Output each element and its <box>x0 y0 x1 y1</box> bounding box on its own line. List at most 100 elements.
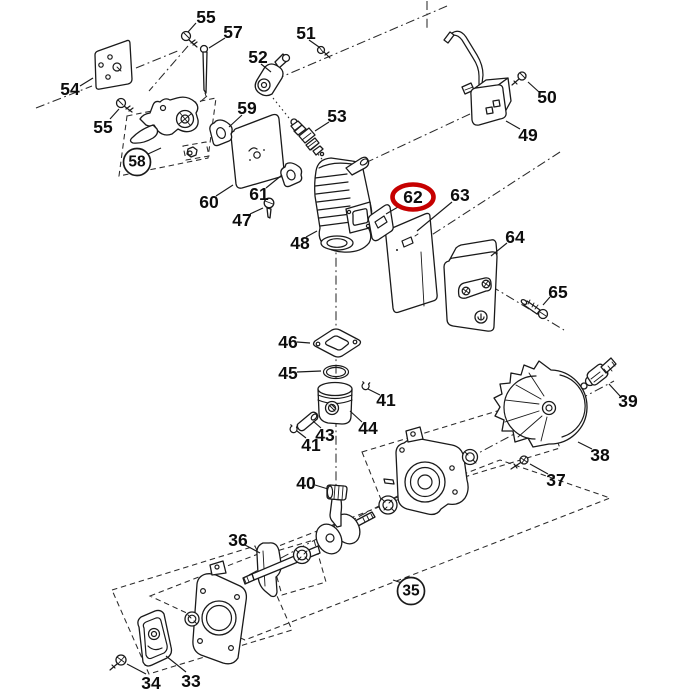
callout-number: 34 <box>141 673 161 693</box>
part-41-clip-left <box>289 424 299 434</box>
callout-33[interactable]: 33 <box>165 655 201 691</box>
callout-47[interactable]: 47 <box>232 207 264 230</box>
callout-leader-line <box>109 108 120 120</box>
callout-number: 64 <box>505 227 525 247</box>
callout-leader-line <box>385 206 399 215</box>
callout-number: 57 <box>223 22 242 42</box>
callout-leader-line <box>577 441 593 450</box>
callout-49[interactable]: 49 <box>505 120 538 145</box>
callout-leader-line <box>308 39 320 48</box>
callout-55[interactable]: 55 <box>93 108 120 137</box>
dashdot-axis-line <box>165 95 208 132</box>
callout-number: 44 <box>358 418 378 438</box>
part-55-screw-left <box>115 97 134 113</box>
callout-leader-line <box>527 81 540 93</box>
callout-50[interactable]: 50 <box>527 81 557 107</box>
callout-number: 54 <box>60 79 80 99</box>
part-50-screw <box>511 71 527 86</box>
part-55-screw-top <box>180 30 198 48</box>
callout-41[interactable]: 41 <box>296 430 321 455</box>
callout-44[interactable]: 44 <box>349 410 378 438</box>
callout-leader-line <box>187 22 197 33</box>
callout-61[interactable]: 61 <box>249 174 283 204</box>
callout-41[interactable]: 41 <box>367 388 396 410</box>
callout-number: 38 <box>590 445 610 465</box>
callout-number: 47 <box>232 210 251 230</box>
part-44-piston <box>317 381 353 425</box>
callout-39[interactable]: 39 <box>608 383 638 411</box>
callout-35-circle[interactable]: 35 <box>392 576 426 606</box>
part-46-intake-gasket <box>312 328 362 358</box>
dashdot-axis-line <box>148 45 189 92</box>
callout-54[interactable]: 54 <box>60 77 94 99</box>
callout-number: 53 <box>327 106 347 126</box>
assembly-group-box <box>269 539 327 596</box>
callout-36[interactable]: 36 <box>228 530 261 554</box>
callout-number: 35 <box>402 583 420 600</box>
callout-53[interactable]: 53 <box>314 106 347 132</box>
callout-leader-line <box>608 383 621 397</box>
part-61-bracket <box>280 162 303 188</box>
callout-62-red-ellipse[interactable]: 62 <box>385 182 436 215</box>
callout-number: 41 <box>376 390 396 410</box>
callout-34[interactable]: 34 <box>126 663 161 693</box>
callout-number: 63 <box>450 185 470 205</box>
callout-48[interactable]: 48 <box>290 230 318 253</box>
callout-leader-line <box>147 147 162 155</box>
part-59-bracket <box>209 119 233 147</box>
callout-number: 45 <box>278 363 298 383</box>
part-65-bolt <box>520 298 549 320</box>
callout-number: 60 <box>199 192 219 212</box>
dashdot-axis-line <box>257 5 448 88</box>
callout-bubble <box>396 576 426 606</box>
callout-65[interactable]: 65 <box>542 282 568 306</box>
part-49-ignition-coil <box>443 30 512 126</box>
callout-leader-line <box>349 410 363 423</box>
part-60-shield-plate <box>230 113 285 189</box>
callout-number: 48 <box>290 233 310 253</box>
part-crank-bearing-left <box>292 545 312 565</box>
callout-number: 51 <box>296 23 316 43</box>
part-35-crankcase-front <box>192 560 248 665</box>
callout-37[interactable]: 37 <box>529 463 566 490</box>
callout-46[interactable]: 46 <box>278 332 311 352</box>
callout-leader-line <box>505 120 521 130</box>
callout-leader-line <box>305 230 318 238</box>
callout-43[interactable]: 43 <box>312 420 335 445</box>
callout-58-circle[interactable]: 58 <box>122 147 162 177</box>
callout-57[interactable]: 57 <box>208 22 243 49</box>
callout-number: 59 <box>237 98 257 118</box>
callout-51[interactable]: 51 <box>296 23 320 48</box>
part-drawings <box>94 30 617 671</box>
dashdot-axis-line <box>334 113 471 178</box>
part-53-spark-plug <box>290 118 325 157</box>
callout-bubble <box>122 147 152 177</box>
callout-leader-line <box>79 77 94 87</box>
part-35-crankcase-rear <box>383 426 469 516</box>
callout-38[interactable]: 38 <box>577 441 610 465</box>
callout-59[interactable]: 59 <box>228 98 257 128</box>
callout-leader-line <box>260 63 272 73</box>
callout-63[interactable]: 63 <box>416 185 470 232</box>
callout-52[interactable]: 52 <box>248 47 272 73</box>
callout-leader-line <box>126 663 147 675</box>
assembly-group-box <box>361 397 561 503</box>
callout-64[interactable]: 64 <box>490 227 525 257</box>
axis-lines <box>35 1 615 576</box>
callout-leader-line <box>244 544 261 554</box>
callout-60[interactable]: 60 <box>199 184 234 212</box>
callout-leader-line <box>249 207 264 215</box>
callout-number: 33 <box>181 671 201 691</box>
callout-45[interactable]: 45 <box>278 363 322 383</box>
callout-55[interactable]: 55 <box>187 7 216 33</box>
callout-leader-line <box>208 37 226 49</box>
part-57-needle <box>199 44 209 97</box>
part-37-screw <box>510 455 529 470</box>
callout-leader-line <box>367 388 381 396</box>
callout-number: 65 <box>548 282 568 302</box>
callout-leader-line <box>529 463 549 475</box>
callout-40[interactable]: 40 <box>296 473 329 493</box>
dotted-axis-line <box>272 97 330 169</box>
callout-leader-line <box>215 184 234 197</box>
